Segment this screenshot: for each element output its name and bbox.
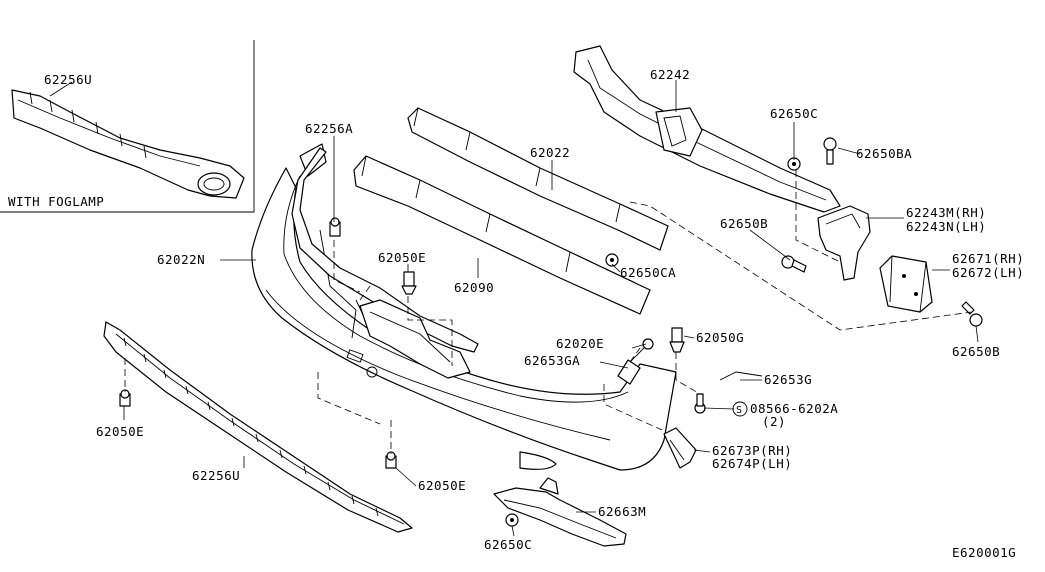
- lower-grille-part: [103, 321, 413, 533]
- trim-clip-part: [617, 359, 641, 385]
- nut-62650C-bottom-icon: [505, 513, 519, 527]
- label-62653GA: 62653GA: [524, 353, 580, 368]
- label-62256A: 62256A: [305, 121, 353, 136]
- label-62050G: 62050G: [696, 330, 744, 345]
- label-62050E-left: 62050E: [96, 424, 144, 439]
- label-62650B-right: 62650B: [952, 344, 1000, 359]
- clip-62050G-icon: [669, 327, 685, 353]
- label-62020E: 62020E: [556, 336, 604, 351]
- label-62663M: 62663M: [598, 504, 646, 519]
- label-62672: 62672(LH): [952, 265, 1024, 280]
- label-62650C-top: 62650C: [770, 106, 818, 121]
- inset-caption: WITH FOGLAMP: [8, 194, 104, 209]
- label-62243N: 62243N(LH): [906, 219, 986, 234]
- trim-strip-part: [719, 371, 763, 381]
- label-62022: 62022: [530, 145, 570, 160]
- lower-energy-absorber-part: [353, 155, 651, 315]
- label-08566-qty: (2): [762, 414, 786, 429]
- fascia-side-bracket-part: [663, 427, 697, 469]
- bumper-fascia-part: [251, 143, 677, 471]
- side-retainer-part: [879, 255, 933, 313]
- clip-62050E-top-icon: [401, 271, 417, 295]
- upper-energy-absorber-part: [407, 107, 669, 251]
- clip-62050E-left-icon: [119, 389, 131, 407]
- label-62674P: 62674P(LH): [712, 456, 792, 471]
- label-62653G: 62653G: [764, 372, 812, 387]
- side-bracket-part: [817, 205, 871, 281]
- label-62242: 62242: [650, 67, 690, 82]
- clip-62256A-icon: [329, 217, 341, 237]
- bumper-reinforcement-part: [573, 45, 841, 213]
- leader-lines: [123, 80, 979, 537]
- part-labels: 62256A 62022 62242 62650C 62650BA 62243M…: [96, 67, 1024, 560]
- label-62673P: 62673P(RH): [712, 443, 792, 458]
- foglamp-inset: 62256U WITH FOGLAMP: [0, 40, 255, 213]
- screw-08566-icon: [694, 393, 706, 414]
- foglamp-opening-icon: [197, 172, 231, 196]
- assembly-lines: [124, 170, 973, 454]
- clip-62050E-bottom-icon: [385, 451, 397, 469]
- label-62256U: 62256U: [192, 468, 240, 483]
- inset-part-label: 62256U: [44, 72, 92, 87]
- label-62050E-top: 62050E: [378, 250, 426, 265]
- inset-lower-grille-part: [11, 89, 245, 199]
- standard-part-s-mark: S: [736, 405, 743, 416]
- bolt-62650BA-icon: [823, 137, 837, 165]
- nut-62650CA-icon: [605, 253, 619, 267]
- bolt-62020E-icon: [629, 338, 654, 363]
- label-62650B-left: 62650B: [720, 216, 768, 231]
- bolt-62650B-left-icon: [781, 255, 807, 273]
- label-62671: 62671(RH): [952, 251, 1024, 266]
- label-08566: 08566-6202A: [750, 401, 838, 416]
- upper-grille-part: [291, 147, 479, 379]
- label-62650BA: 62650BA: [856, 146, 912, 161]
- label-62243M: 62243M(RH): [906, 205, 986, 220]
- diagram-code: E620001G: [952, 545, 1016, 560]
- under-cover-part: [493, 477, 627, 547]
- label-62022N: 62022N: [157, 252, 205, 267]
- label-62650CA: 62650CA: [620, 265, 676, 280]
- label-62050E-bottom: 62050E: [418, 478, 466, 493]
- label-62650C-bottom: 62650C: [484, 537, 532, 552]
- label-62090: 62090: [454, 280, 494, 295]
- bolt-62650B-right-icon: [961, 301, 983, 327]
